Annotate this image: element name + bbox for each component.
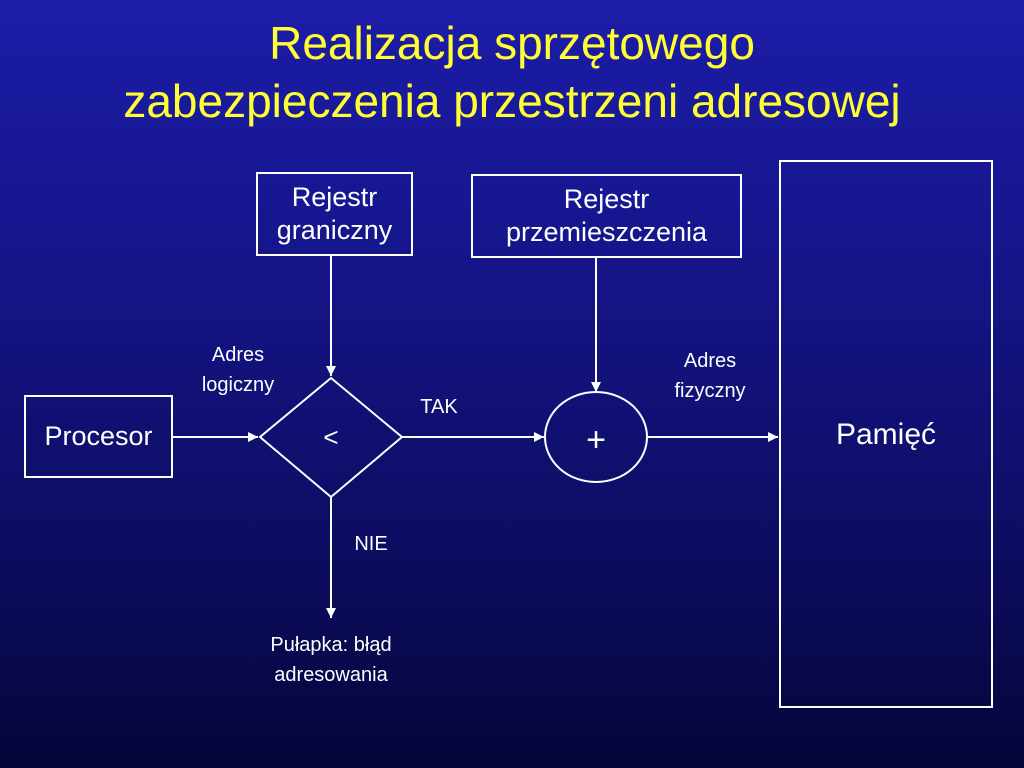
relocation-register-line-2: przemieszczenia — [505, 217, 708, 247]
yes-label: TAK — [420, 396, 458, 418]
trap-label: Pułapka: błąd adresowania — [270, 634, 392, 686]
relocation-register-line-1: Rejestr — [563, 184, 650, 214]
memory-label: Pamięć — [835, 418, 937, 451]
slide-title: Realizacja sprzętowego zabezpieczenia pr… — [0, 14, 1024, 130]
title-line-2: zabezpieczenia przestrzeni adresowej — [123, 75, 901, 127]
no-label: NIE — [354, 533, 388, 555]
compare-symbol: < — [323, 422, 338, 452]
physical-address-label: Adres fizyczny — [674, 350, 746, 402]
memory-box: Pamięć — [779, 160, 993, 708]
adder-symbol: + — [586, 421, 606, 459]
limit-register-line-1: Rejestr — [291, 182, 378, 212]
title-line-1: Realizacja sprzętowego — [269, 17, 755, 69]
adder-circle — [544, 391, 648, 483]
limit-register-box: Rejestr graniczny — [256, 172, 413, 256]
processor-label: Procesor — [44, 421, 153, 451]
processor-box: Procesor — [24, 395, 173, 478]
logical-address-label: Adres logiczny — [201, 344, 275, 396]
relocation-register-box: Rejestr przemieszczenia — [471, 174, 742, 258]
limit-register-line-2: graniczny — [276, 215, 393, 245]
compare-diamond — [258, 376, 404, 499]
